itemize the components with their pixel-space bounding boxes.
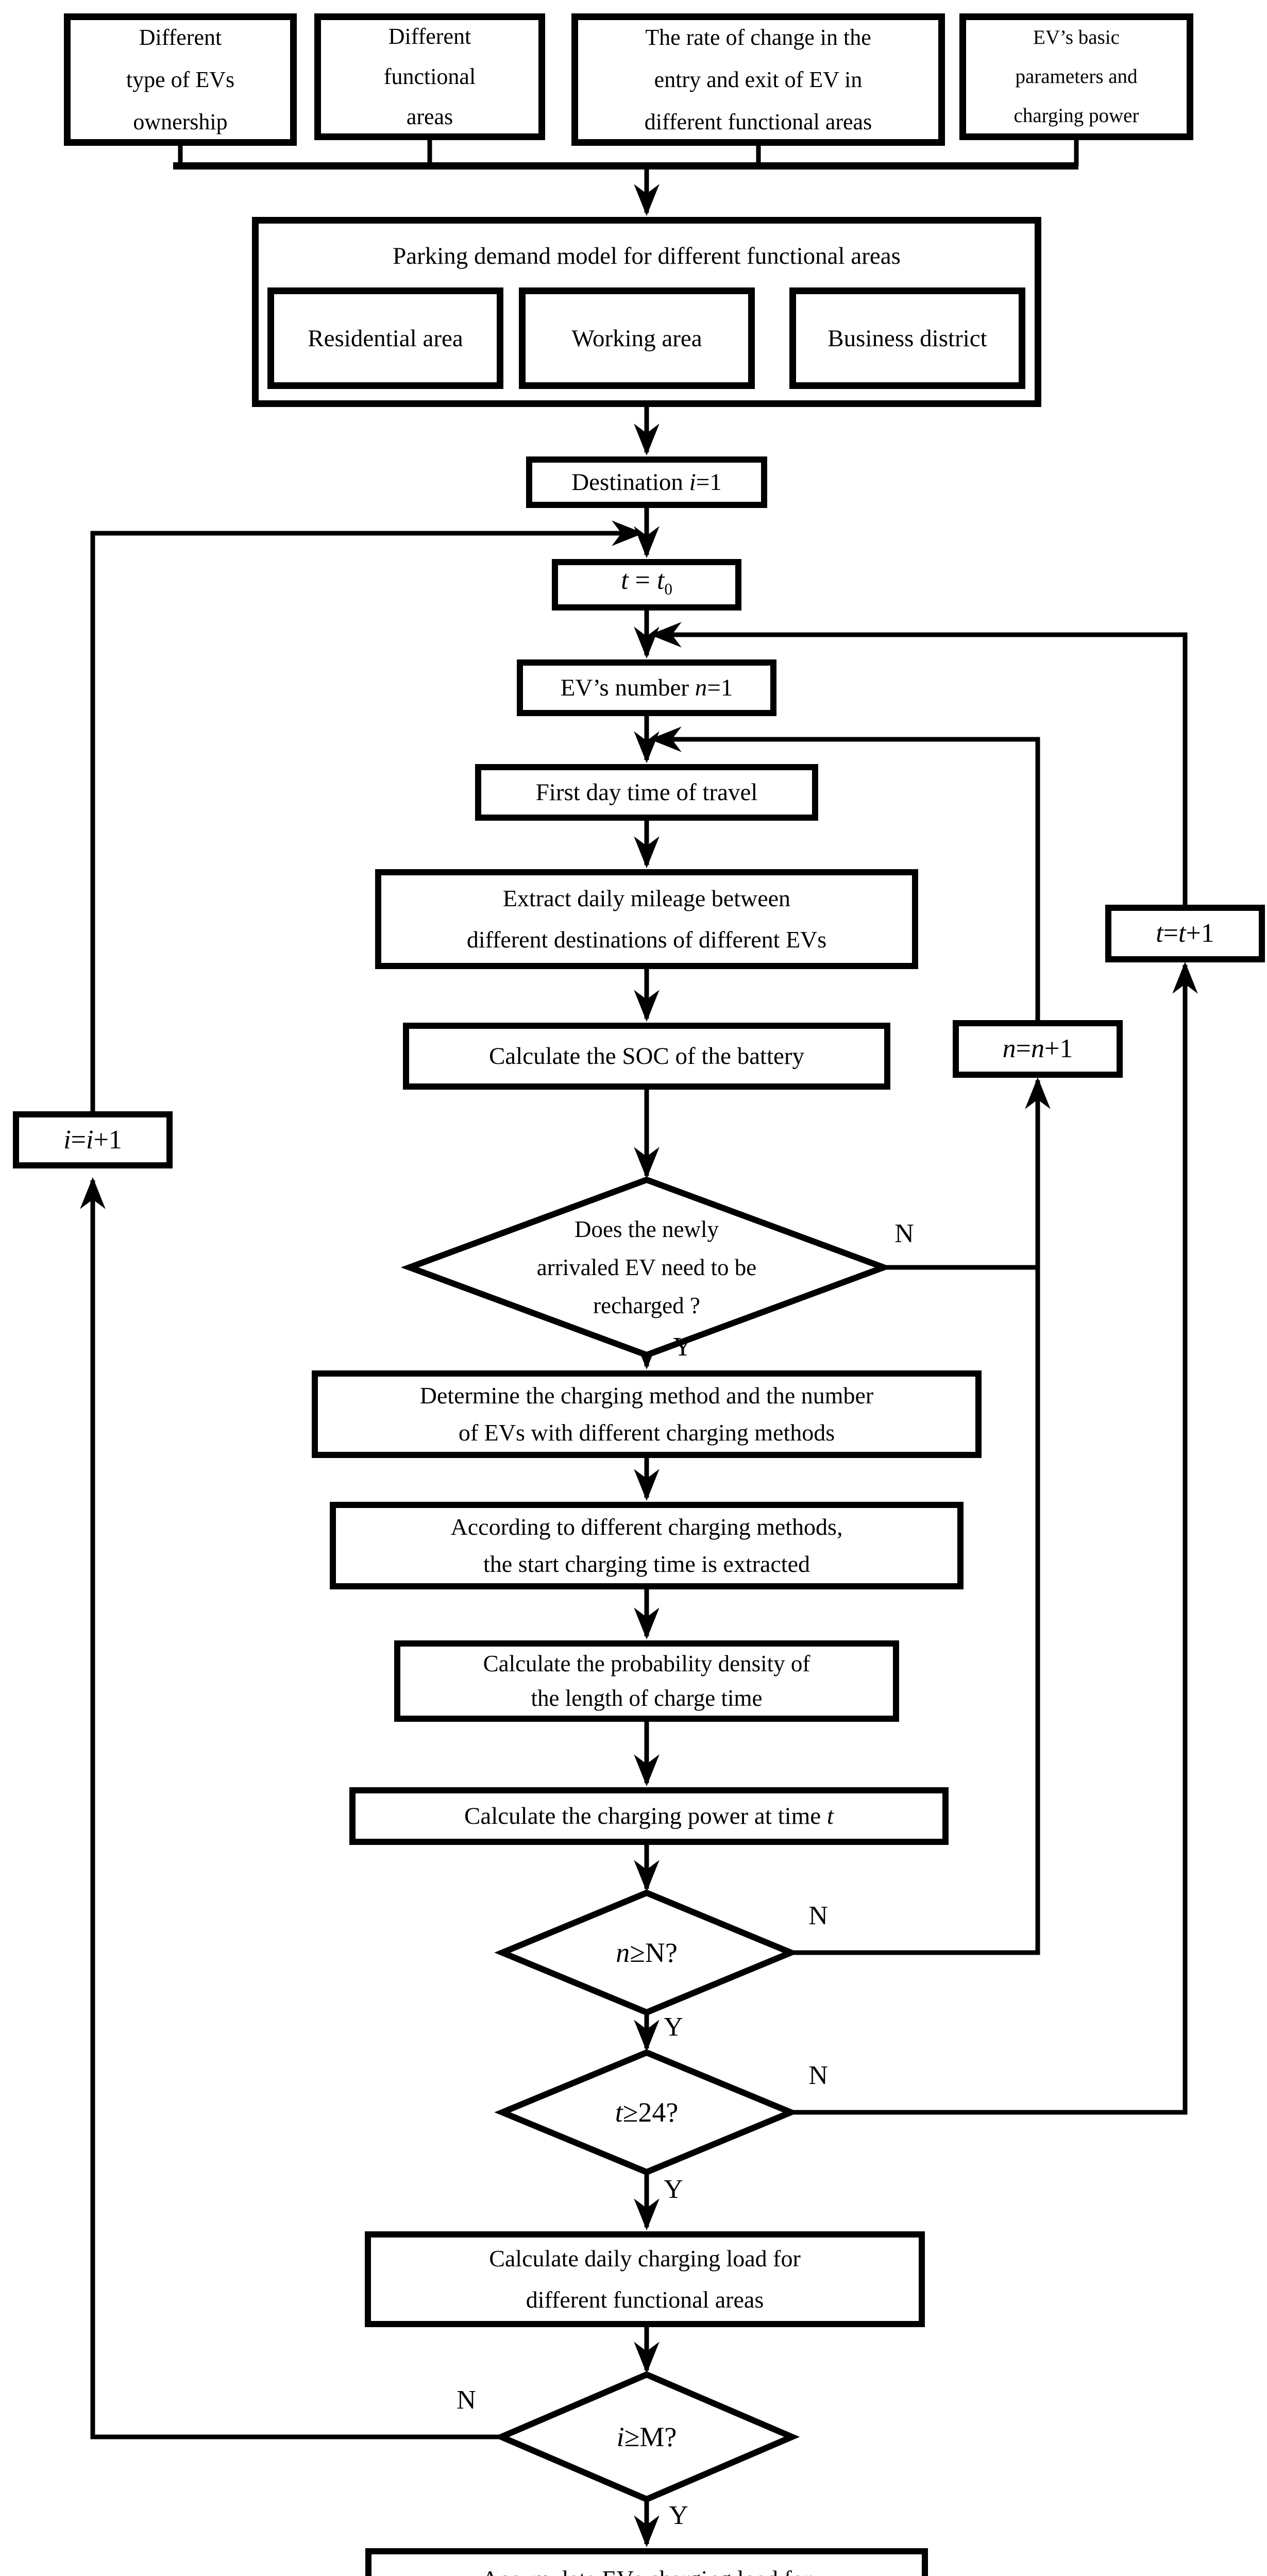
ev-number-init-box: EV’s number n=1 bbox=[517, 659, 776, 716]
label-recharge-yes: Y bbox=[673, 1332, 692, 1362]
n-increment-box: n=n+1 bbox=[953, 1020, 1123, 1078]
residential-area-box: Residential area bbox=[267, 287, 503, 389]
business-district-box: Business district bbox=[789, 287, 1025, 389]
t-check-diamond bbox=[494, 2049, 799, 2176]
line-tincrement-to-spine bbox=[649, 622, 1188, 905]
determine-method-box: Determine the charging method and the nu… bbox=[312, 1370, 982, 1458]
label-icheck-yes: Y bbox=[669, 2501, 688, 2530]
label-recharge-no: N bbox=[894, 1219, 914, 1248]
charging-power-box: Calculate the charging power at time t bbox=[349, 1787, 949, 1845]
i-check-diamond bbox=[493, 2371, 800, 2503]
time-init-box: t = t0 bbox=[552, 559, 741, 611]
label-ncheck-no: N bbox=[808, 1901, 828, 1930]
line-tcheck-no-to-tincrement bbox=[791, 961, 1198, 2115]
destination-init-box: Destination i=1 bbox=[526, 456, 767, 508]
label-tcheck-yes: Y bbox=[664, 2175, 683, 2204]
calculate-soc-box: Calculate the SOC of the battery bbox=[403, 1023, 890, 1090]
first-day-travel-box: First day time of travel bbox=[475, 764, 818, 821]
line-nincrement-to-spine bbox=[649, 726, 1040, 1020]
accumulate-load-box: Accumulate EVs charging load foreach fun… bbox=[365, 2548, 928, 2576]
label-ncheck-yes: Y bbox=[664, 2012, 683, 2042]
label-icheck-no: N bbox=[457, 2385, 476, 2415]
working-area-box: Working area bbox=[519, 287, 755, 389]
recharge-decision-diamond bbox=[400, 1176, 893, 1359]
i-increment-box: i=i+1 bbox=[13, 1111, 173, 1168]
according-method-box: According to different charging methods,… bbox=[330, 1502, 964, 1589]
line-iincrement-to-spine bbox=[90, 520, 644, 1111]
line-ncheck-no-to-nincrement bbox=[791, 1077, 1051, 1955]
t-increment-box: t=t+1 bbox=[1105, 905, 1265, 962]
line-icheck-no-to-iincrement bbox=[80, 1177, 502, 2439]
parking-demand-title: Parking demand model for different funct… bbox=[393, 243, 901, 269]
n-check-diamond bbox=[494, 1889, 799, 2016]
label-tcheck-no: N bbox=[808, 2061, 828, 2090]
